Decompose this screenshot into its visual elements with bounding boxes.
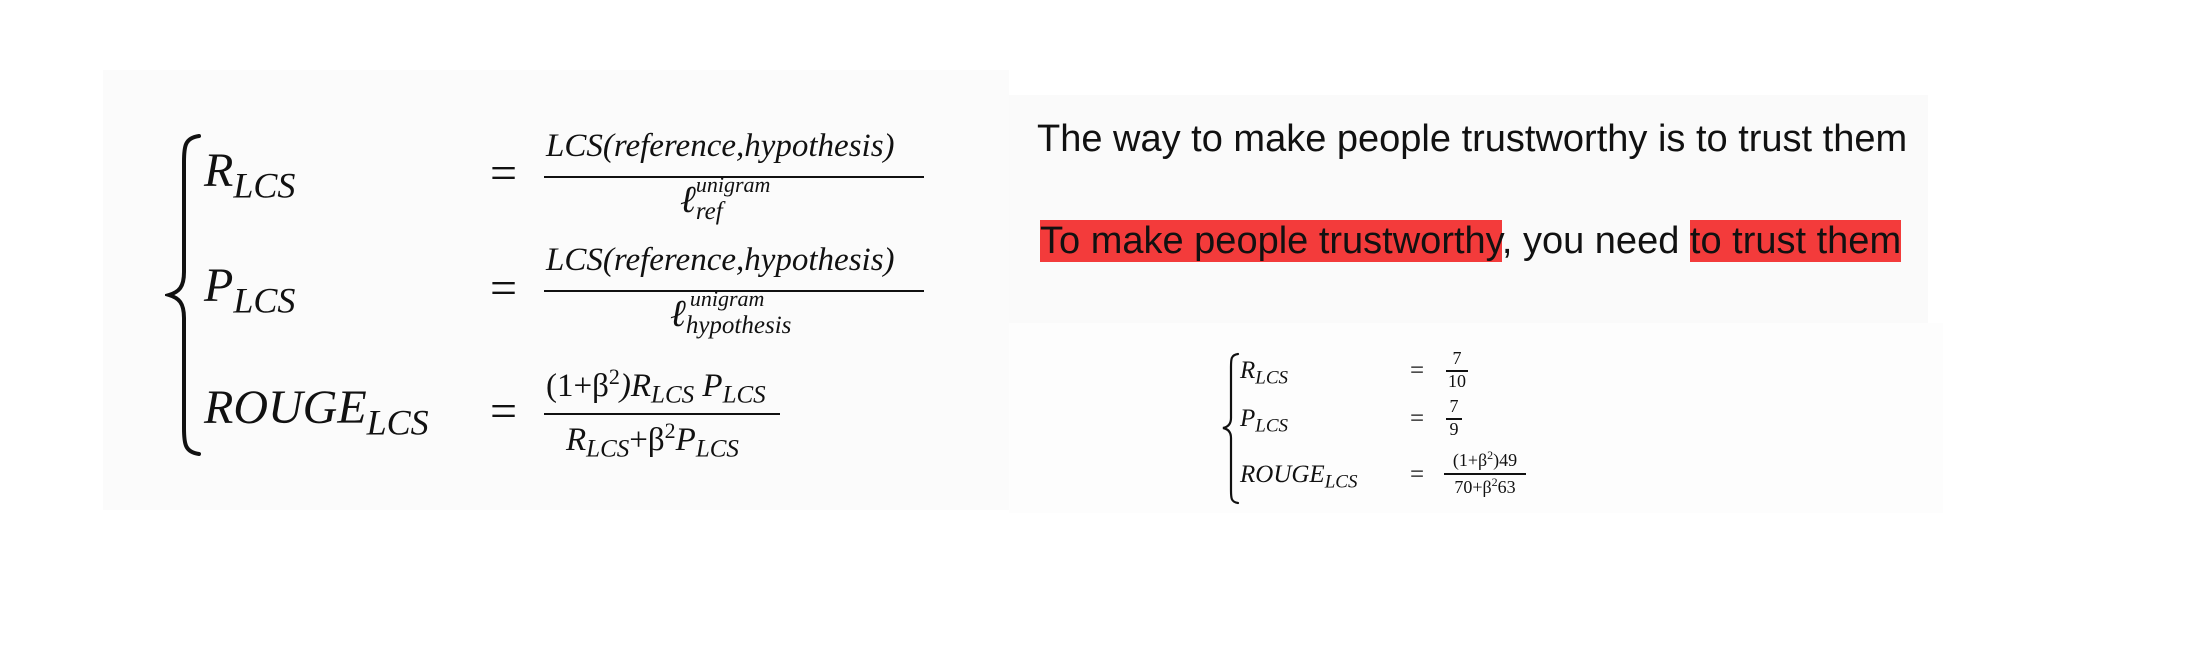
recall-lhs: RLCS (204, 144, 296, 206)
precision-numerator: LCS(reference,hypothesis) (546, 242, 895, 278)
recall-fraction-bar (544, 176, 924, 178)
example-rouge-equals: = (1410, 461, 1425, 488)
precision-lhs: PLCS (204, 259, 296, 321)
example-precision-equals: = (1410, 405, 1425, 432)
rouge-numerator: (1+β2)RLCS PLCS (546, 364, 766, 409)
small-left-brace (1222, 352, 1240, 505)
example-rouge-denominator: 70+β263 (1454, 475, 1516, 497)
rouge-fraction-bar (544, 413, 780, 415)
example-precision-bar (1446, 418, 1462, 420)
example-recall-bar (1446, 370, 1468, 372)
example-recall-lhs: RLCS (1240, 357, 1289, 389)
example-rouge-bar (1444, 473, 1526, 475)
example-precision-denominator: 9 (1449, 419, 1459, 439)
recall-numerator: LCS(reference,hypothesis) (546, 128, 895, 164)
recall-equals: = (490, 147, 518, 200)
precision-equals: = (490, 262, 518, 315)
rouge-equals: = (490, 385, 518, 438)
rouge-example-panel (1009, 323, 1943, 513)
example-precision-numerator: 7 (1449, 396, 1459, 416)
reference-sentence: The way to make people trustworthy is to… (1037, 118, 1908, 160)
example-rouge-numerator: (1+β2)49 (1452, 448, 1518, 470)
hypothesis-sentence: To make people trustworthy, you need to … (1040, 220, 1902, 262)
example-recall-equals: = (1410, 357, 1425, 384)
sentence-comparison-panel (1009, 95, 1928, 323)
example-rouge-lhs: ROUGELCS (1240, 461, 1358, 493)
lcs-highlight-1: To make people trustworthy (1040, 220, 1502, 262)
example-recall-numerator: 7 (1452, 348, 1462, 368)
example-recall-denominator: 10 (1448, 371, 1466, 391)
rouge-denominator: RLCS+β2PLCS (566, 418, 739, 463)
rouge-lhs: ROUGELCS (204, 381, 429, 443)
lcs-highlight-2: to trust them (1689, 220, 1902, 262)
example-precision-lhs: PLCS (1240, 405, 1289, 437)
precision-fraction-bar (544, 290, 924, 292)
left-brace (165, 134, 201, 456)
